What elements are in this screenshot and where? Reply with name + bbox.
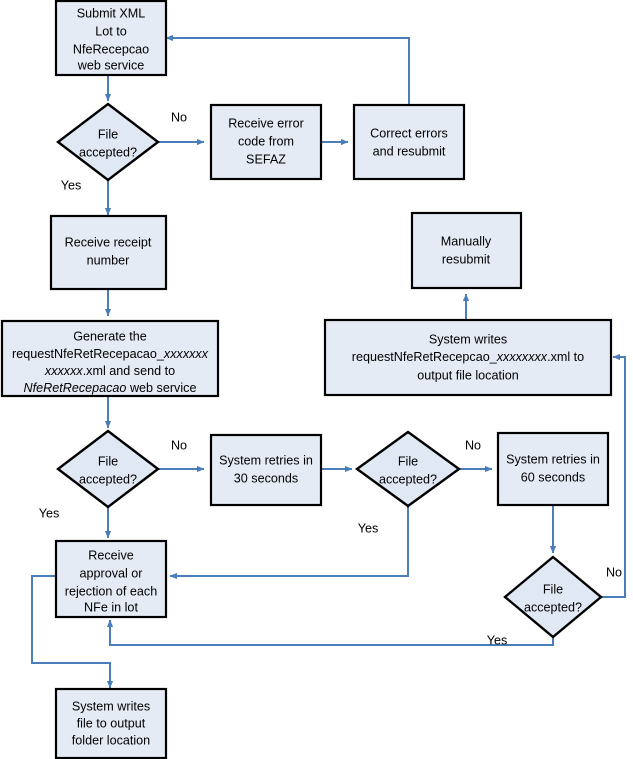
node-shape: [54, 539, 168, 619]
node-shape: [352, 103, 466, 181]
node-file-accepted-4[interactable]: File accepted?: [503, 555, 603, 639]
node-shape: [54, 687, 168, 759]
node-label-line: Lot to: [95, 24, 127, 38]
node-shape: [209, 103, 323, 181]
node-file-accepted-2[interactable]: File accepted?: [56, 429, 160, 509]
node-label-line: 60 seconds: [521, 470, 585, 484]
node-label-line: and resubmit: [373, 144, 446, 158]
node-label-line: code from: [238, 134, 294, 148]
node-system-retries-60[interactable]: System retries in 60 seconds: [496, 431, 610, 507]
node-shape: [54, 0, 168, 77]
node-label-part-italic: xxxxxxx: [163, 347, 209, 361]
node-manually-resubmit[interactable]: Manually resubmit: [410, 211, 523, 290]
edge-decision4-yes-to-receive-approval: [106, 619, 554, 646]
node-label-line: File: [98, 127, 118, 141]
node-label-line: web service: [77, 58, 145, 72]
node-label-line: Receive error: [228, 116, 304, 130]
node-label-line: file to output: [77, 716, 146, 730]
node-label-line: System retries in: [506, 452, 600, 466]
node-label-line: accepted?: [379, 472, 437, 486]
node-label-line: File: [398, 454, 418, 468]
node-label-line: accepted?: [79, 145, 137, 159]
node-shape: [354, 430, 462, 508]
edge-label-yes-2: Yes: [39, 506, 60, 520]
node-label-line: System writes: [429, 332, 507, 346]
node-label-line: rejection of each: [65, 584, 157, 598]
node-system-writes-request[interactable]: System writes requestNfeRetRecepcao_xxxx…: [323, 318, 613, 397]
node-shape: [323, 318, 613, 397]
node-label-line: NFe in lot: [84, 600, 138, 614]
node-label-line: accepted?: [79, 472, 137, 486]
node-label-line: resubmit: [442, 252, 491, 266]
node-shape: [0, 319, 220, 398]
node-shape: [49, 214, 168, 291]
node-file-accepted-3[interactable]: File accepted?: [354, 430, 462, 508]
node-label-part-italic: xxxxxx: [44, 364, 83, 378]
edge-correct-errors-to-submit: [165, 34, 410, 105]
edge-label-no-4: No: [606, 565, 622, 579]
node-label-line: Generate the: [73, 329, 147, 343]
node-shape: [410, 211, 523, 290]
node-label-line: folder location: [72, 733, 150, 747]
edge-decision3-yes-to-receive-approval: [169, 506, 409, 580]
node-label-part: requestNfeRetRecepacao_: [12, 347, 165, 361]
edge-label-yes-3: Yes: [358, 521, 379, 535]
node-shape: [496, 431, 610, 507]
node-generate-request[interactable]: Generate the requestNfeRetRecepacao_xxxx…: [0, 319, 220, 398]
node-label-part: requestNfeRetRecepcao_: [352, 350, 498, 364]
node-label-part: web service: [126, 381, 196, 395]
node-file-accepted-1[interactable]: File accepted?: [56, 102, 160, 182]
node-label-line: Receive receipt: [65, 235, 152, 249]
node-shape: [56, 102, 160, 182]
node-shape: [503, 555, 603, 639]
node-submit-xml-lot[interactable]: Submit XML Lot to NfeRecepcao web servic…: [54, 0, 168, 77]
edge-label-yes-4: Yes: [487, 633, 508, 647]
node-receive-approval[interactable]: Receive approval or rejection of each NF…: [54, 539, 168, 619]
node-label-line: output file location: [417, 368, 519, 382]
node-label-part-italic: xxxxxxxx: [496, 350, 548, 364]
node-label-line: File: [98, 454, 118, 468]
connector-layer: [31, 34, 626, 689]
node-label-line: File: [543, 582, 563, 596]
node-label-line: System writes: [72, 699, 150, 713]
node-label-line: number: [87, 253, 130, 267]
node-label-line: 30 seconds: [234, 471, 298, 485]
node-system-retries-30[interactable]: System retries in 30 seconds: [209, 433, 323, 507]
node-label-line: Manually: [441, 234, 492, 248]
edge-label-no-1: No: [171, 110, 187, 124]
node-receive-error-code[interactable]: Receive error code from SEFAZ: [209, 103, 323, 181]
node-label-line-4: NfeRetRecepacao web service: [24, 381, 197, 395]
node-correct-errors[interactable]: Correct errors and resubmit: [352, 103, 466, 181]
edge-decision4-no-to-system-writes-request: [601, 353, 626, 598]
edge-label-yes-1: Yes: [61, 178, 82, 192]
node-label-line: SEFAZ: [246, 152, 286, 166]
node-label-line-2: requestNfeRetRecepcao_xxxxxxxx.xml to: [352, 350, 584, 364]
edge-label-no-3: No: [465, 438, 481, 452]
node-label-line: approval or: [79, 566, 142, 580]
node-label-line: NfeRecepcao: [73, 42, 149, 56]
node-receive-receipt-number[interactable]: Receive receipt number: [49, 214, 168, 291]
node-label-line-3: xxxxxx.xml and send to: [44, 364, 175, 378]
node-label-part: .xml and send to: [83, 364, 175, 378]
edge-label-no-2: No: [171, 438, 187, 452]
node-shape: [209, 433, 323, 507]
edge-receive-approval-to-system-writes-file: [31, 575, 114, 689]
node-system-writes-file[interactable]: System writes file to output folder loca…: [54, 687, 168, 759]
node-label-line: accepted?: [524, 600, 582, 614]
node-label-line: System retries in: [219, 453, 313, 467]
node-label-line: Receive: [88, 548, 134, 562]
node-label-line: Correct errors: [370, 126, 448, 140]
node-label-part: .xml to: [547, 350, 584, 364]
node-label-line: Submit XML: [77, 6, 146, 20]
node-label-part-italic: NfeRetRecepacao: [24, 381, 127, 395]
node-label-line-2: requestNfeRetRecepacao_xxxxxxx: [12, 347, 209, 361]
node-shape: [56, 429, 160, 509]
